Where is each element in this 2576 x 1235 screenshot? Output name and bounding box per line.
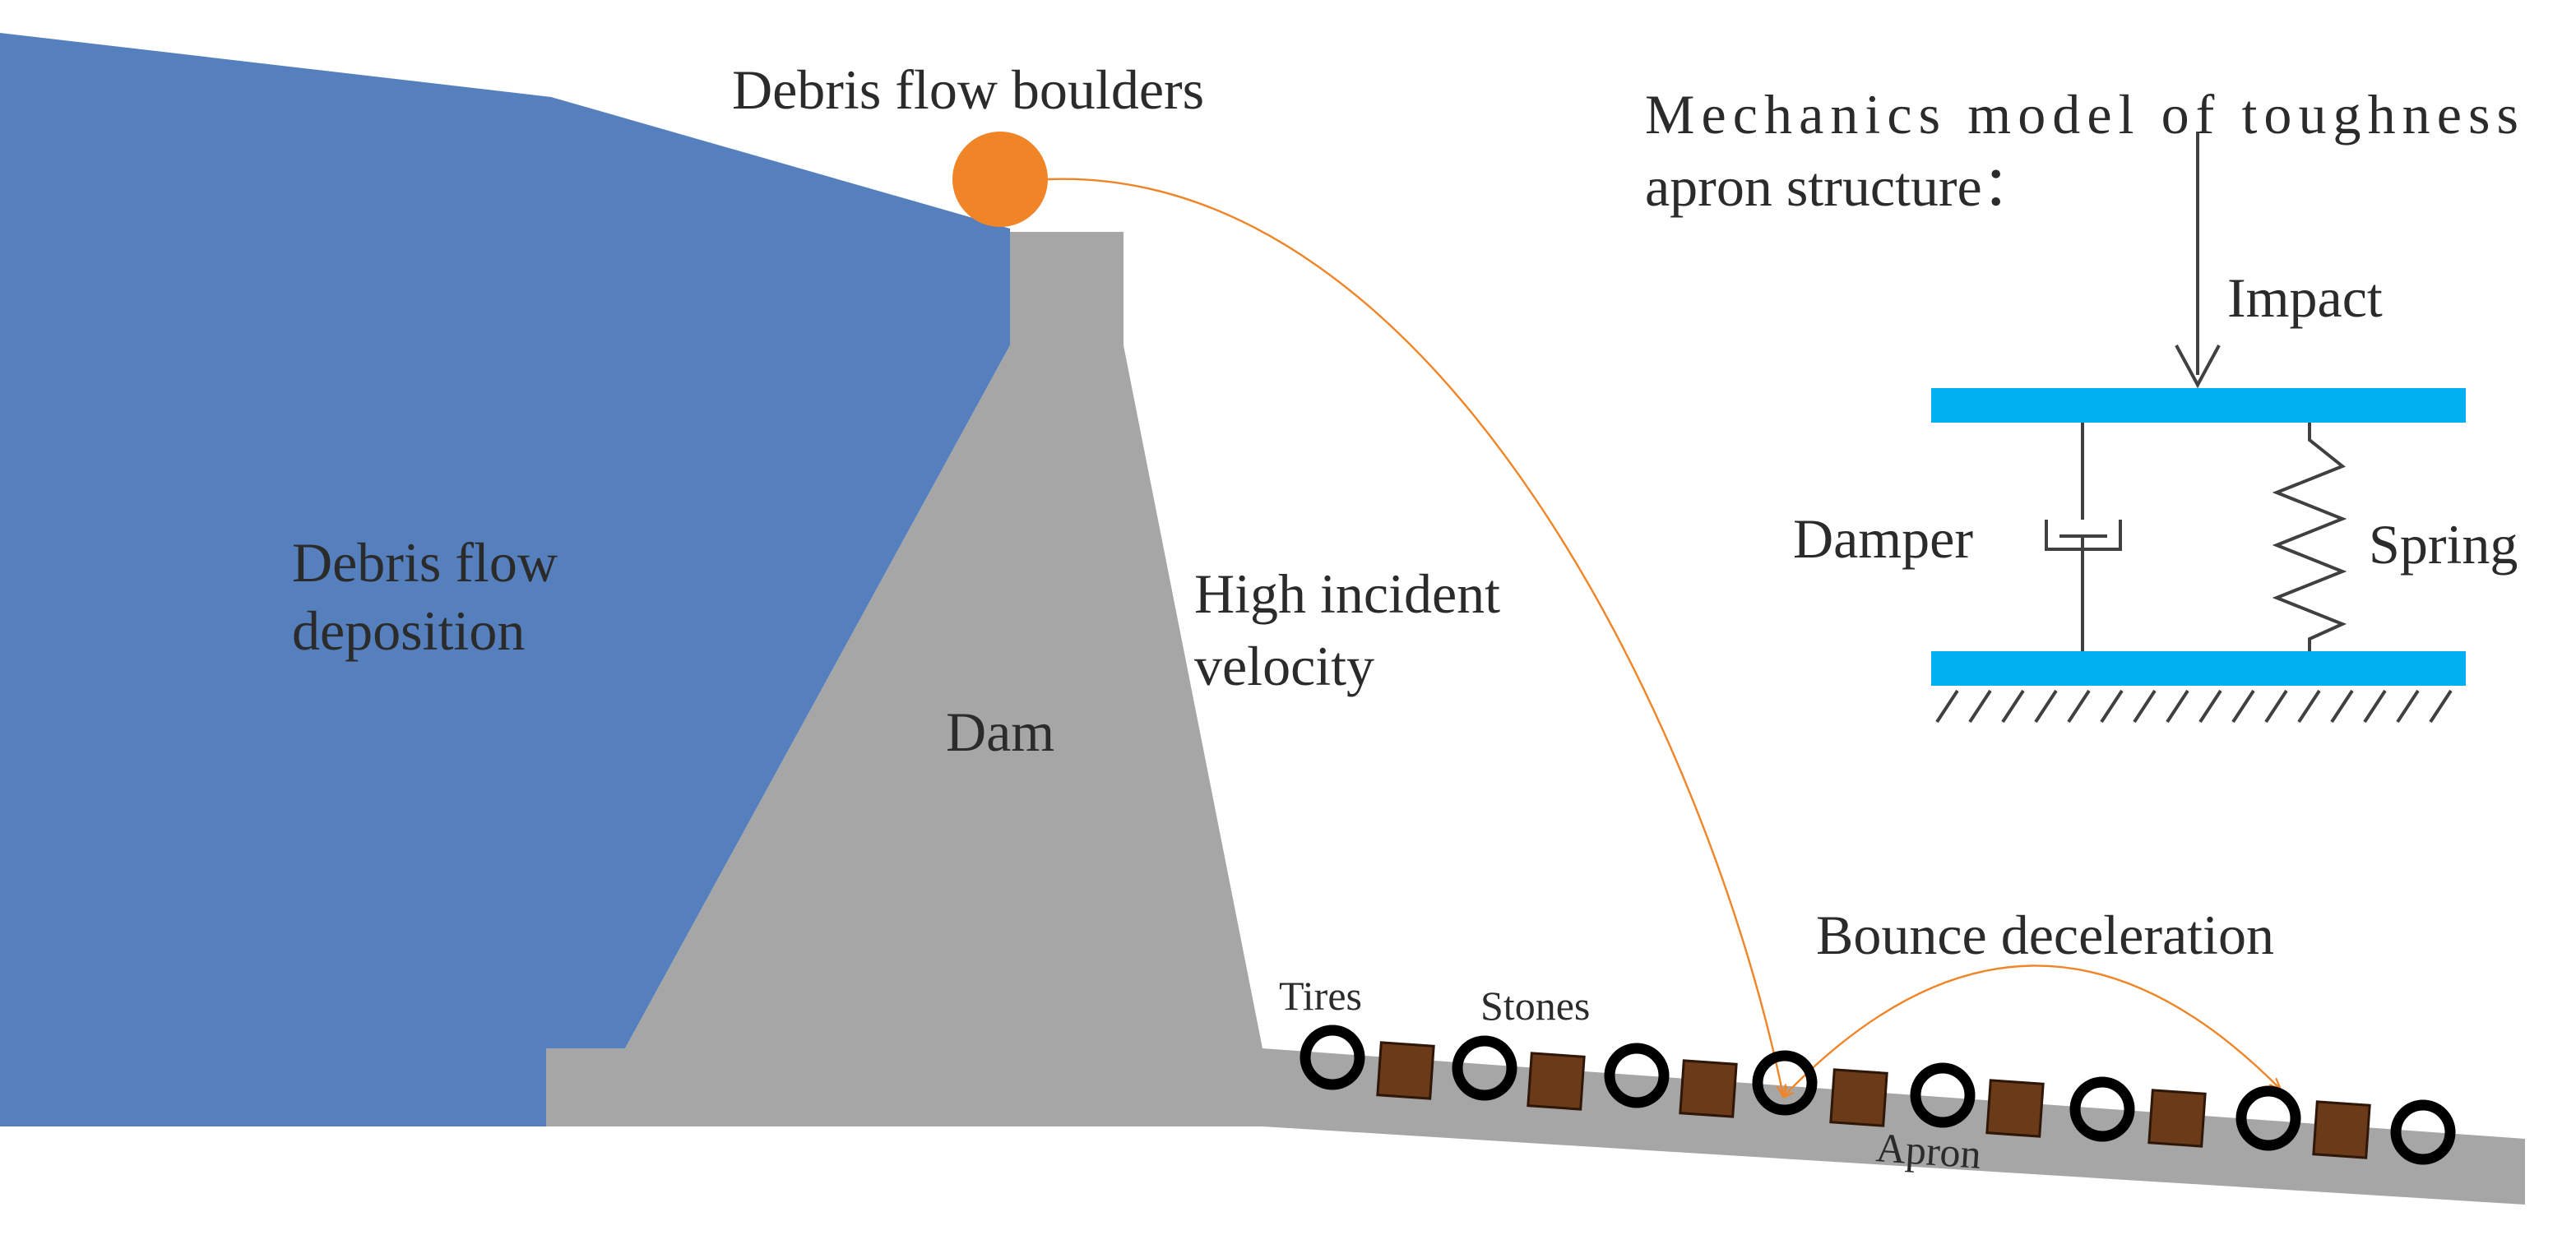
mechanics-model-title-line1: Mechanics model of toughness bbox=[1645, 83, 2518, 146]
stone-icon bbox=[1985, 1079, 2045, 1138]
tire-icon bbox=[1910, 1062, 1976, 1128]
stone-icon bbox=[1829, 1068, 1888, 1127]
stone-icon bbox=[1679, 1059, 1738, 1118]
bounce-deceleration-label: Bounce deceleration bbox=[1816, 904, 2274, 966]
tire-icon bbox=[1452, 1035, 1517, 1101]
tires-group bbox=[1300, 1025, 2456, 1165]
damper-icon bbox=[2045, 423, 2122, 651]
top-plate bbox=[1931, 388, 2466, 423]
stone-icon bbox=[2147, 1089, 2207, 1148]
tire-icon bbox=[1604, 1043, 1670, 1108]
ground-hatching bbox=[1935, 689, 2453, 724]
impact-arrow-head bbox=[2175, 345, 2221, 389]
bounce-deceleration-arrow bbox=[1783, 964, 2280, 1097]
incident-trajectory-arrow bbox=[1047, 178, 1783, 1095]
stone-icon bbox=[1527, 1052, 1586, 1111]
impact-label: Impact bbox=[2227, 266, 2383, 329]
debris-flow-deposition-area bbox=[0, 33, 1010, 1126]
bottom-plate bbox=[1931, 651, 2466, 686]
stone-icon bbox=[1376, 1041, 1435, 1100]
dam-label: Dam bbox=[946, 701, 1054, 763]
tire-icon bbox=[1752, 1050, 1818, 1116]
stone-icon bbox=[2312, 1100, 2371, 1159]
boulders-label: Debris flow boulders bbox=[732, 58, 1204, 121]
mechanics-model bbox=[1931, 132, 2466, 724]
stones-group bbox=[1376, 1041, 2371, 1159]
mechanics-model-title-line2: apron structure： bbox=[1645, 155, 2038, 218]
damper-label: Damper bbox=[1793, 507, 1973, 570]
velocity-label-line1: High incident bbox=[1194, 562, 1500, 625]
tire-icon bbox=[1300, 1025, 1365, 1090]
deposition-label-line1: Debris flow bbox=[292, 531, 558, 594]
boulder-icon bbox=[952, 132, 1048, 227]
velocity-label-line2: velocity bbox=[1194, 635, 1374, 697]
deposition-label-line2: deposition bbox=[292, 599, 525, 662]
tire-icon bbox=[2390, 1099, 2456, 1165]
tire-icon bbox=[2069, 1076, 2135, 1142]
spring-label: Spring bbox=[2369, 513, 2518, 576]
apron-label: Apron bbox=[1874, 1124, 1982, 1177]
spring-icon bbox=[2272, 423, 2347, 651]
dam-body bbox=[546, 232, 1263, 1126]
stones-label: Stones bbox=[1480, 983, 1590, 1029]
tires-label: Tires bbox=[1279, 973, 1362, 1019]
tire-icon bbox=[2235, 1085, 2301, 1151]
